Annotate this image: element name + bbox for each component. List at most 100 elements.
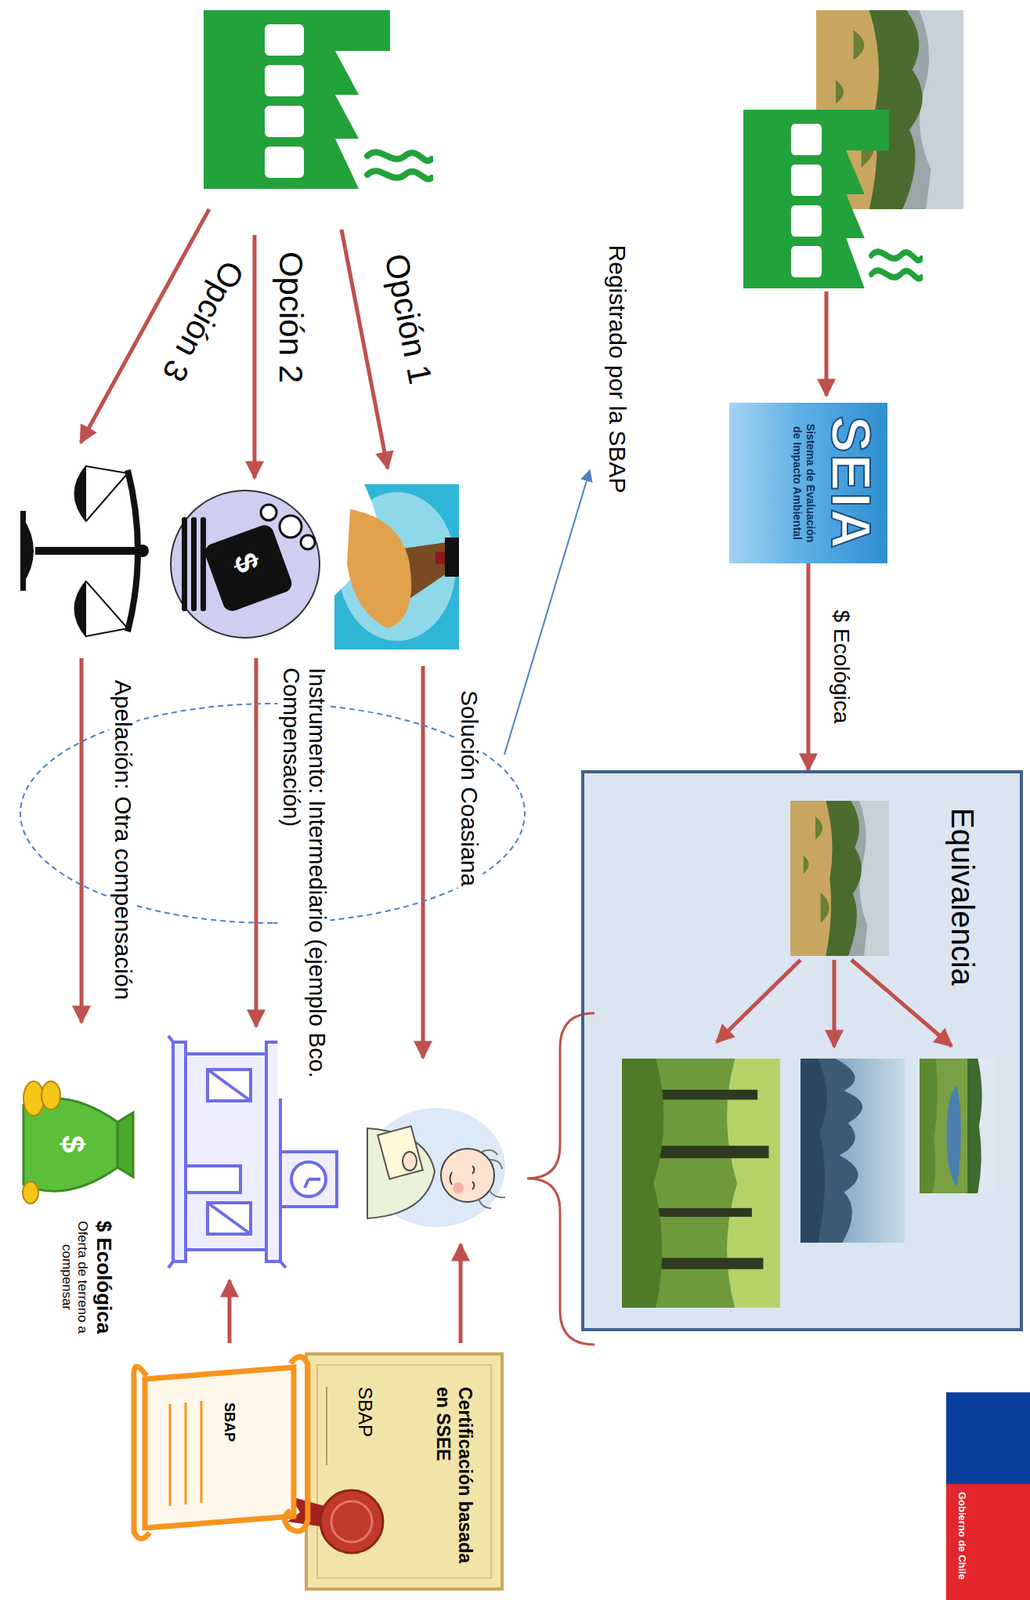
- person-icon: [367, 1107, 506, 1227]
- scales-icon: [86, 628, 128, 637]
- money-bag-icon: [22, 1080, 134, 1204]
- scroll-shape: [200, 1400, 203, 1503]
- scales-icon: [74, 579, 87, 638]
- equivalence-panel: Equivalencia: [581, 769, 1023, 1331]
- money-bag-icon: [23, 1080, 44, 1116]
- scales-icon: [20, 510, 26, 591]
- money-icon: [202, 522, 294, 614]
- money-icon: [191, 516, 197, 611]
- scroll-shape: [133, 1366, 150, 1539]
- scales-icon: [86, 473, 128, 521]
- arrow: [79, 657, 84, 1023]
- scroll-text: SBAP: [220, 1402, 238, 1442]
- scroll-shape: [169, 1403, 172, 1506]
- scales-icon: [20, 464, 149, 638]
- scales-icon: [86, 466, 128, 474]
- money-icon: [300, 534, 315, 550]
- arrow: [716, 959, 801, 1042]
- scroll-shape: [133, 1355, 308, 1538]
- factory-icon: [203, 10, 432, 189]
- forest-photo: [621, 1058, 781, 1308]
- arrow: [824, 291, 829, 396]
- certificate-shape: [317, 1364, 492, 1578]
- person-icon: [450, 1165, 475, 1190]
- leader-arrow: [504, 469, 590, 755]
- dashed-ellipse: [20, 703, 525, 923]
- scales-icon: [74, 464, 87, 523]
- option-label: Opción 3: [154, 254, 252, 388]
- leader-arrow: [504, 469, 590, 755]
- lagoon-photo: [919, 1058, 998, 1193]
- factory-icon: [203, 10, 432, 189]
- scales-icon: [86, 581, 128, 629]
- logo-text: Gobierno de Chile: [955, 1491, 968, 1580]
- connector-arrow: [806, 563, 811, 770]
- handshake-icon: [444, 537, 459, 577]
- money-icon: [170, 490, 320, 638]
- government-logo: Gobierno de Chile: [946, 1391, 1030, 1600]
- scroll-shape: [144, 1366, 294, 1528]
- money-bag-icon: [41, 1080, 61, 1110]
- seia-logo-text: SEIA: [823, 407, 879, 559]
- arrow-label: Instrumento: Intermediario (ejemplo Bco.…: [278, 665, 331, 1099]
- lagoon-photo: [919, 1058, 998, 1193]
- note-text: Registrado por la SBAP: [603, 243, 632, 496]
- money-bag-icon: [117, 1112, 134, 1177]
- arrow: [458, 1243, 463, 1343]
- certificate: Certificación basada en SSEESBAP: [306, 1353, 503, 1589]
- person-icon: [367, 1107, 506, 1227]
- edge-label: $ Ecológica: [828, 608, 854, 726]
- arrow: [851, 959, 952, 1046]
- certificate-issuer: SBAP: [353, 1386, 376, 1437]
- panel-fill: [581, 769, 1023, 1331]
- dashed-ellipse: [20, 703, 525, 923]
- bank-icon: [304, 1178, 321, 1188]
- scales-icon: [86, 466, 128, 637]
- money-icon: [260, 504, 277, 521]
- scales-icon: [35, 546, 138, 555]
- option-label: Opción 2: [271, 251, 310, 384]
- person-icon: [402, 1151, 417, 1171]
- scroll-document: SBAP: [132, 1346, 307, 1545]
- money-icon: [170, 490, 320, 638]
- person-icon: [478, 1149, 506, 1208]
- panel-title: Equivalencia: [944, 807, 981, 986]
- handshake-icon: [338, 491, 456, 641]
- landscape-photo: [790, 800, 890, 956]
- factory-icon: [743, 109, 922, 289]
- money-icon: [200, 516, 206, 611]
- scroll-shape: [169, 1400, 202, 1506]
- brace: [527, 1012, 595, 1345]
- arrow: [80, 209, 952, 1343]
- bank-icon: [185, 1053, 267, 1250]
- brace: [527, 1012, 595, 1345]
- factory-icon: [743, 109, 922, 289]
- person-icon: [377, 1125, 423, 1179]
- person-icon: [440, 1148, 495, 1202]
- fog-forest-photo: [800, 1058, 905, 1243]
- bank-icon: [185, 1165, 241, 1193]
- certificate-shape: [287, 1353, 503, 1589]
- bank-icon: [207, 1202, 251, 1234]
- money-icon: [181, 516, 188, 611]
- scroll-shape: [184, 1402, 188, 1504]
- currency-sign: $: [54, 1134, 91, 1153]
- forest-photo: [621, 1058, 781, 1308]
- person-icon: [452, 1181, 464, 1193]
- bank-icon: [207, 1069, 251, 1101]
- offer-heading: $ Ecológica: [91, 1206, 116, 1348]
- handshake-icon: [334, 484, 459, 650]
- bank-icon: [291, 1161, 326, 1197]
- arrow: [832, 959, 837, 1047]
- certificate-shape: [325, 1386, 328, 1465]
- compensation-offer: $ EcológicaOferta de terreno a compensar: [22, 1206, 116, 1348]
- handshake-icon: [435, 551, 445, 564]
- bank-icon: [168, 1035, 286, 1268]
- certificate-shape: [306, 1353, 503, 1589]
- money-bag-icon: [22, 1181, 39, 1204]
- fog-forest-photo: [800, 1058, 905, 1243]
- seia-box: SEIASistema de Evaluación de Impacto Amb…: [729, 402, 888, 564]
